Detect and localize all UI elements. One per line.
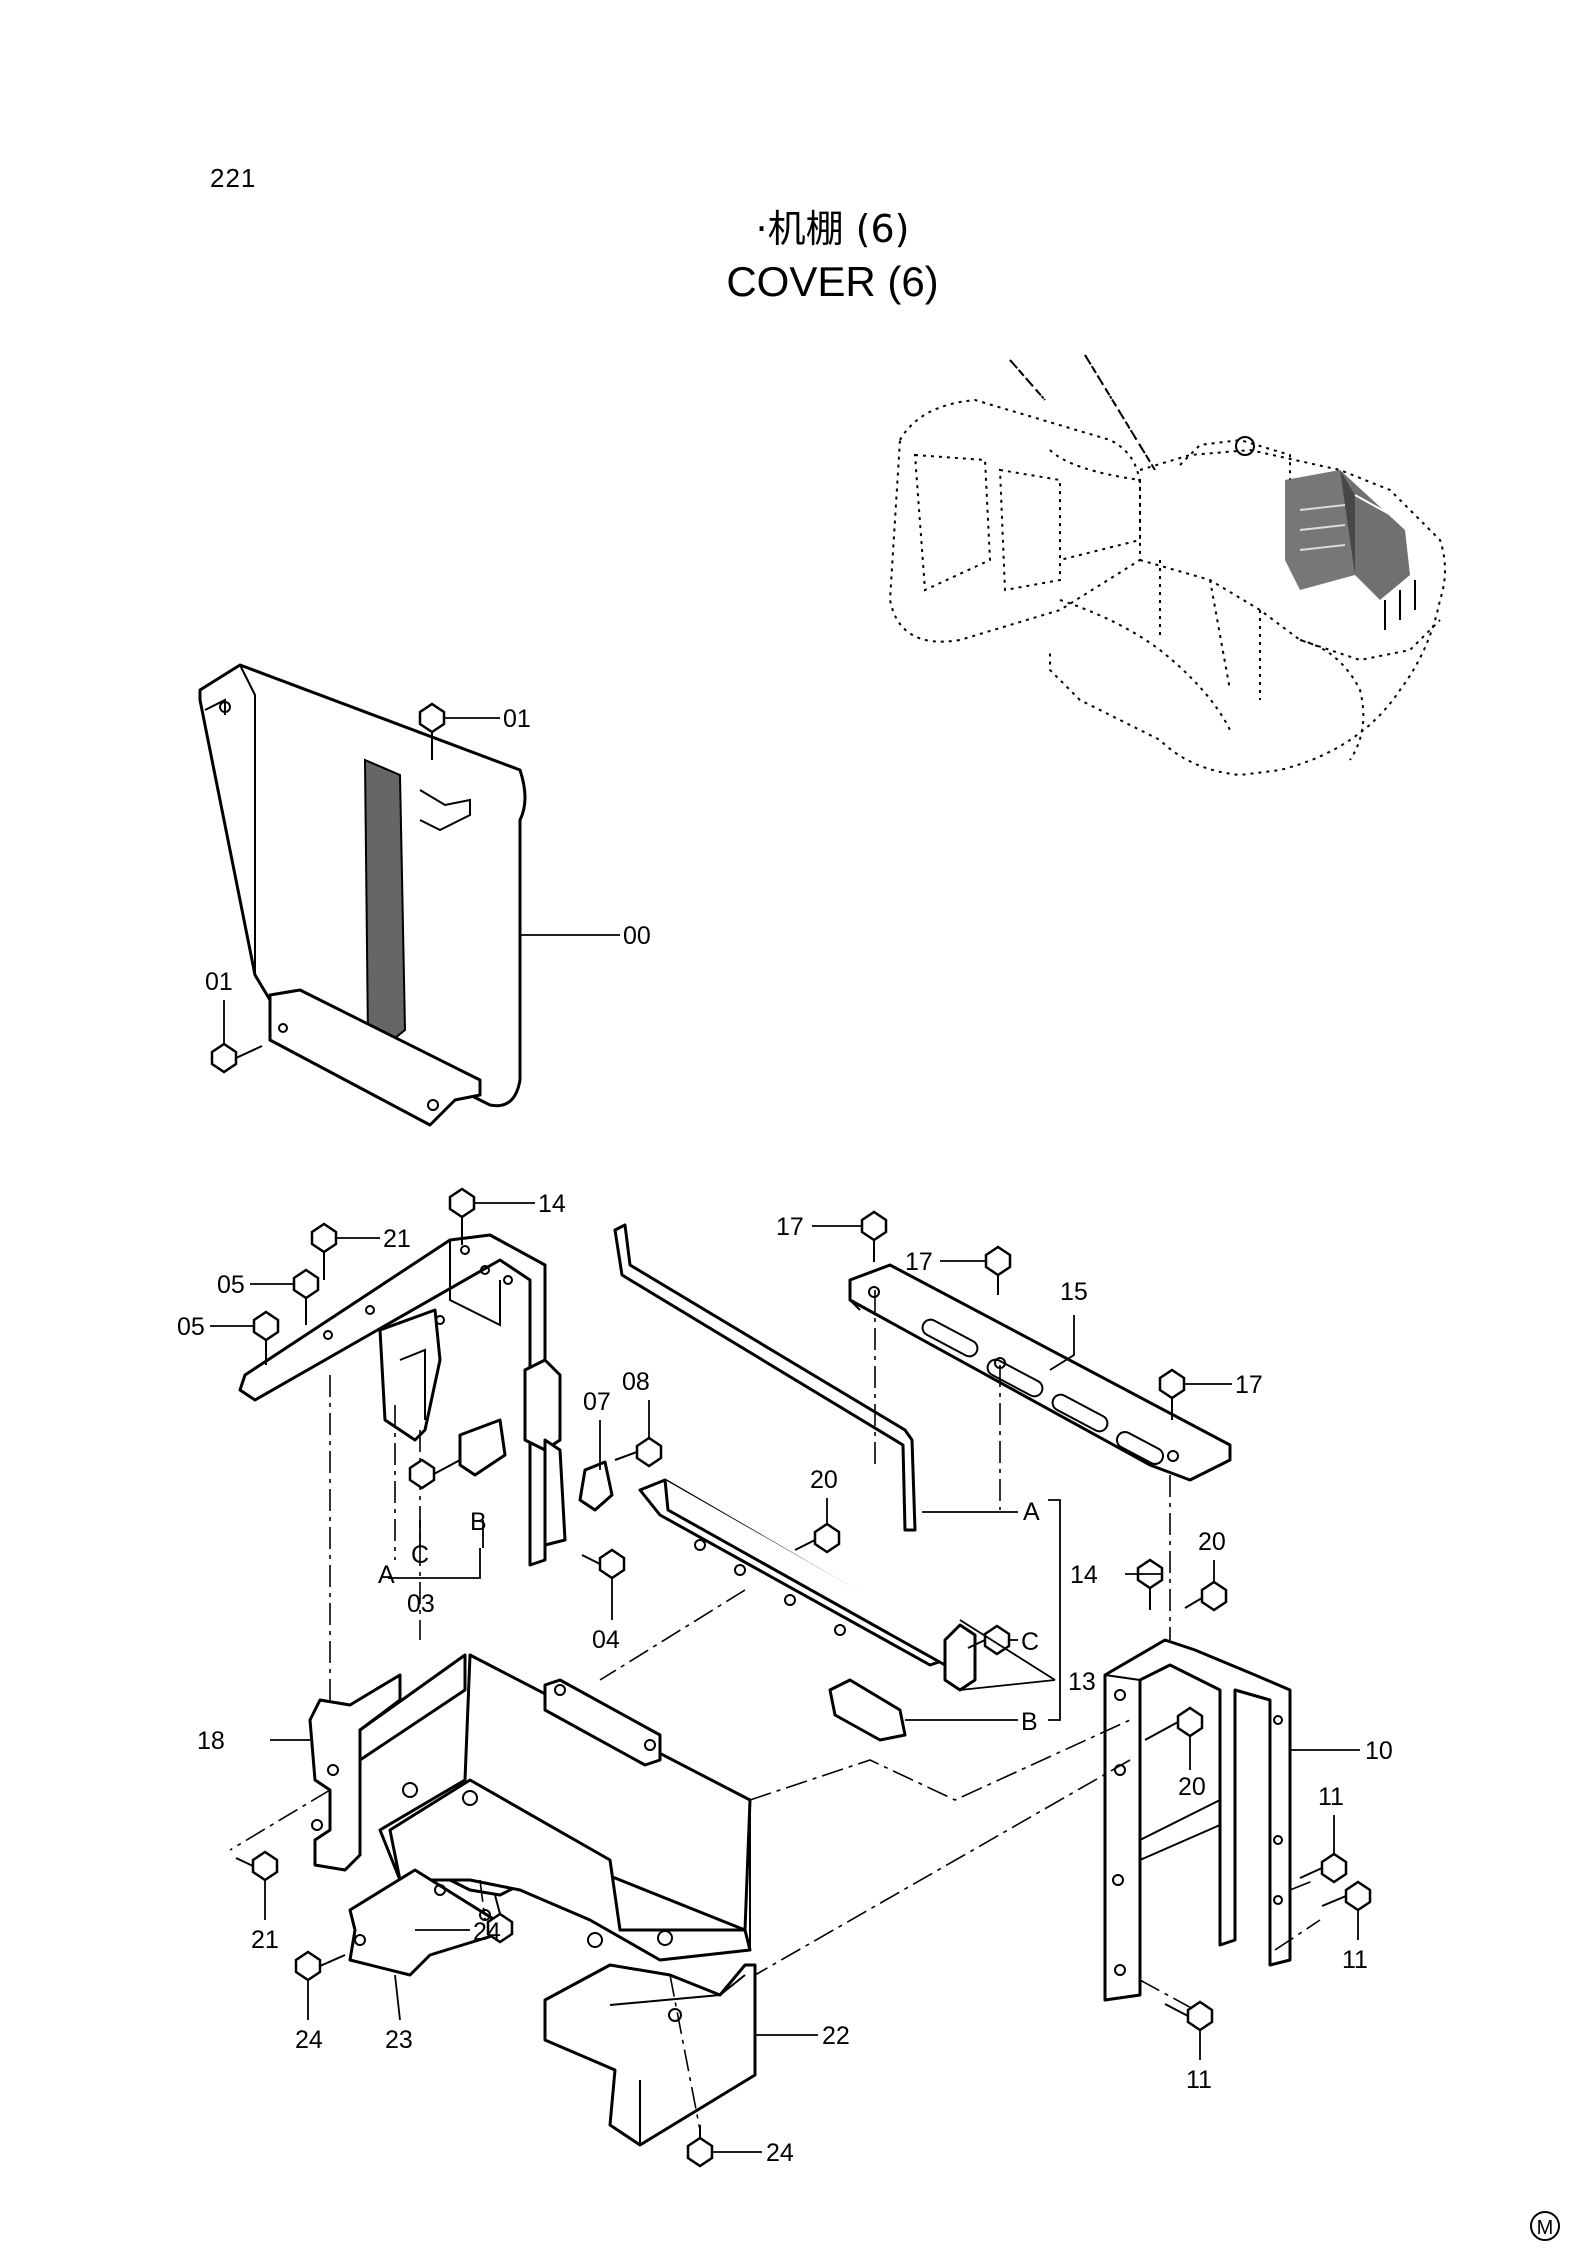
callout-17-c: 17 (1235, 1371, 1263, 1399)
page-number: 221 (210, 163, 257, 193)
callout-23: 23 (385, 2026, 413, 2054)
callout-10: 10 (1365, 1737, 1393, 1765)
bolt-01-left (210, 1042, 263, 1074)
callout-15: 15 (1060, 1278, 1088, 1306)
bolt-08 (614, 1436, 663, 1468)
bolt-17-b (984, 1245, 1012, 1295)
callout-A-left: A (378, 1561, 395, 1589)
callout-04: 04 (592, 1626, 620, 1654)
bolt-24-a (294, 1950, 346, 1982)
callout-C-left: C (411, 1541, 429, 1569)
callout-A-right: A (1023, 1498, 1040, 1526)
callout-B-left: B (470, 1508, 487, 1536)
callout-B-right: B (1021, 1708, 1038, 1736)
callout-14-right: 14 (1070, 1561, 1098, 1589)
bolt-11-c (1164, 2000, 1214, 2032)
bolt-24-c (686, 2125, 714, 2168)
bolt-05-a (292, 1268, 320, 1325)
callout-24-a: 24 (295, 2026, 323, 2054)
part-rod (613, 1223, 917, 1532)
callout-24-b: 24 (473, 1918, 501, 1946)
title-chinese: ·机棚 (6) (755, 207, 910, 251)
bolt-20-lower (1144, 1706, 1204, 1741)
callout-01-top: 01 (503, 705, 531, 733)
callout-20-center: 20 (810, 1466, 838, 1494)
part-main-tray (378, 1653, 752, 1962)
leader-lines (210, 717, 1360, 2153)
alignment-lines (229, 1290, 1321, 2131)
part-18-side-bracket (308, 1653, 467, 1872)
callout-13: 13 (1068, 1668, 1096, 1696)
bolt-03 (408, 1458, 461, 1490)
bolt-11-b (1321, 1880, 1372, 1912)
part-13-bracket (638, 1478, 977, 1742)
callout-01-left: 01 (205, 968, 233, 996)
callout-08: 08 (622, 1368, 650, 1396)
title-english: COVER (6) (726, 258, 939, 305)
callout-21-top: 21 (383, 1225, 411, 1253)
callout-11-a: 11 (1318, 1783, 1344, 1811)
bolt-14-right (1136, 1558, 1164, 1610)
bolt-14-top (448, 1187, 476, 1245)
highlighted-cover-area (1285, 470, 1416, 630)
callout-11-c: 11 (1186, 2066, 1212, 2094)
callout-07: 07 (583, 1388, 611, 1416)
callout-05-b: 05 (177, 1313, 205, 1341)
footer-mark: M (1530, 2211, 1560, 2241)
bolt-21-lower (235, 1850, 279, 1882)
bolt-20-center (794, 1522, 841, 1554)
bolt-04 (581, 1548, 626, 1580)
callout-00: 00 (623, 922, 651, 950)
callout-14-top: 14 (538, 1190, 566, 1218)
part-22-corner-cover (543, 1963, 757, 2147)
part-10-frame (1103, 1638, 1292, 2002)
callout-22: 22 (822, 2022, 850, 2050)
bolt-21-top (310, 1222, 338, 1280)
bolt-11-a (1299, 1852, 1348, 1884)
bolt-20-right (1184, 1580, 1228, 1612)
callout-C-right: C (1021, 1628, 1039, 1656)
callout-05-a: 05 (217, 1271, 245, 1299)
callout-20-right: 20 (1198, 1528, 1226, 1556)
callout-24-c: 24 (766, 2139, 794, 2167)
callout-21-lower: 21 (251, 1926, 279, 1954)
callout-20-lower: 20 (1178, 1773, 1206, 1801)
bolt-17-a (860, 1210, 888, 1262)
callout-labels: 01 00 01 14 21 05 05 17 17 15 17 08 07 2… (177, 705, 1393, 2167)
bolt-01-top (418, 702, 446, 760)
callout-03: 03 (407, 1590, 435, 1618)
part-00-cover-panel (198, 663, 527, 1127)
callout-17-b: 17 (905, 1248, 933, 1276)
bolt-24-b (486, 1894, 514, 1944)
bolts (210, 702, 1372, 2168)
bolt-05-b (252, 1310, 280, 1365)
callout-11-b: 11 (1342, 1946, 1368, 1974)
excavator-overview-illustration (888, 354, 1446, 777)
callout-17-a: 17 (776, 1213, 804, 1241)
callout-18: 18 (197, 1727, 225, 1755)
bolt-17-c (1158, 1368, 1186, 1420)
